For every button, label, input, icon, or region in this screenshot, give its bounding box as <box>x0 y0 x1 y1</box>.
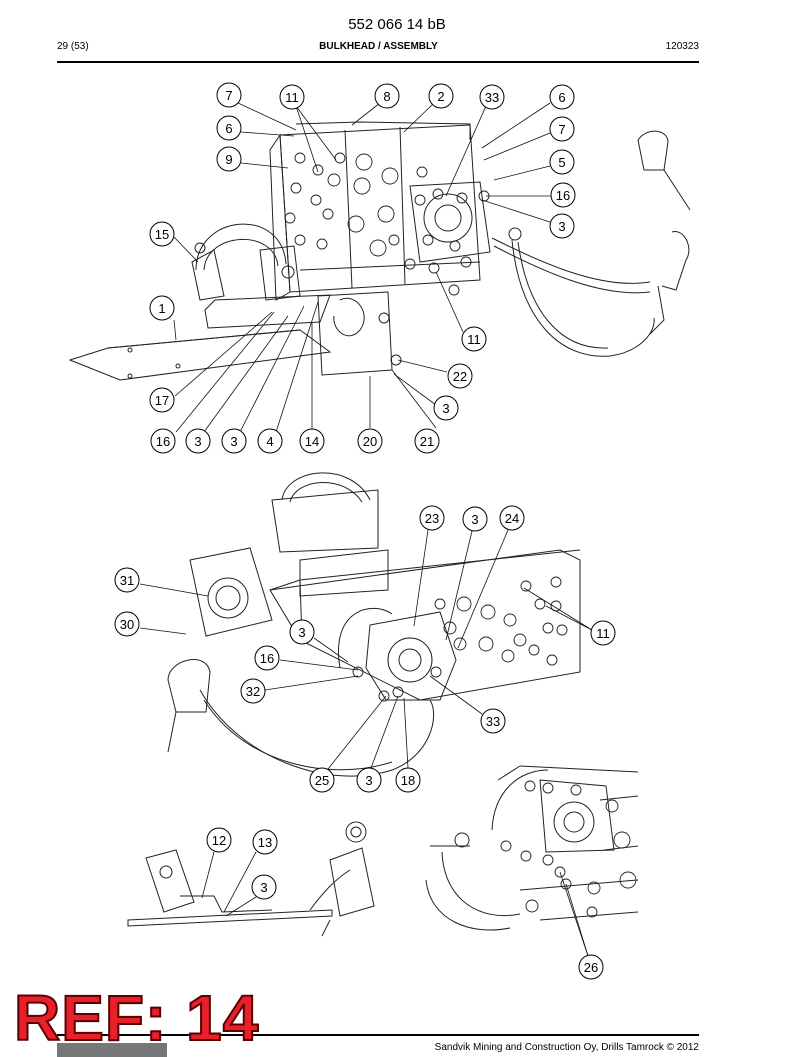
callout-label: 22 <box>453 369 467 384</box>
callout-bubble: 11 <box>461 326 487 352</box>
callout-bubble: 3 <box>185 428 211 454</box>
callout-bubble: 23 <box>419 505 445 531</box>
callout-bubble: 3 <box>549 213 575 239</box>
callout-label: 17 <box>155 393 169 408</box>
callout-bubble: 14 <box>299 428 325 454</box>
callout-label: 12 <box>212 833 226 848</box>
callout-bubble: 16 <box>254 645 280 671</box>
callout-bubble: 26 <box>578 954 604 980</box>
callout-label: 25 <box>315 773 329 788</box>
header-rule <box>57 61 699 63</box>
callout-label: 16 <box>156 434 170 449</box>
callout-label: 6 <box>225 121 232 136</box>
callout-label: 6 <box>558 90 565 105</box>
callout-label: 3 <box>365 773 372 788</box>
callout-label: 8 <box>383 89 390 104</box>
document-number: 552 066 14 bB <box>348 16 446 33</box>
footer-copyright: Sandvik Mining and Construction Oy, Dril… <box>434 1042 699 1053</box>
callout-label: 11 <box>285 90 299 105</box>
section-title: BULKHEAD / ASSEMBLY <box>319 41 438 52</box>
callout-label: 31 <box>120 573 134 588</box>
callout-bubble: 3 <box>221 428 247 454</box>
callout-bubble: 6 <box>216 115 242 141</box>
callout-bubble: 6 <box>549 84 575 110</box>
callout-bubble: 7 <box>216 82 242 108</box>
callout-label: 16 <box>260 651 274 666</box>
callout-bubble: 8 <box>374 83 400 109</box>
callout-label: 11 <box>596 626 610 641</box>
callout-label: 20 <box>363 434 377 449</box>
callout-label: 4 <box>266 434 273 449</box>
ref-stamp: REF: 14 <box>13 982 260 1054</box>
callout-bubble: 30 <box>114 611 140 637</box>
callout-bubble: 11 <box>590 620 616 646</box>
callout-bubble: 5 <box>549 149 575 175</box>
callout-bubble: 32 <box>240 678 266 704</box>
callout-label: 5 <box>558 155 565 170</box>
callout-label: 30 <box>120 617 134 632</box>
callout-label: 14 <box>305 434 319 449</box>
callout-bubble: 16 <box>550 182 576 208</box>
callout-label: 26 <box>584 960 598 975</box>
callout-label: 21 <box>420 434 434 449</box>
callout-label: 1 <box>158 301 165 316</box>
callout-bubble: 33 <box>480 708 506 734</box>
callout-label: 2 <box>437 89 444 104</box>
callout-bubble: 3 <box>356 767 382 793</box>
callout-bubble: 21 <box>414 428 440 454</box>
callout-bubble: 4 <box>257 428 283 454</box>
callout-label: 33 <box>485 90 499 105</box>
callout-bubble: 3 <box>462 506 488 532</box>
callout-bubble: 11 <box>279 84 305 110</box>
callout-bubble: 12 <box>206 827 232 853</box>
view1-parts <box>68 121 691 381</box>
footer-rule <box>57 1034 699 1036</box>
callout-label: 3 <box>194 434 201 449</box>
callout-label: 9 <box>225 152 232 167</box>
callout-bubble: 3 <box>433 395 459 421</box>
callout-bubble: 13 <box>252 829 278 855</box>
callout-label: 3 <box>260 880 267 895</box>
callout-bubble: 22 <box>447 363 473 389</box>
view3-parts <box>127 821 375 937</box>
callout-bubble: 3 <box>289 619 315 645</box>
callout-bubble: 15 <box>149 221 175 247</box>
leader-lines <box>139 102 593 957</box>
callout-label: 32 <box>246 684 260 699</box>
callout-bubble: 3 <box>251 874 277 900</box>
callout-bubble: 25 <box>309 767 335 793</box>
callout-label: 15 <box>155 227 169 242</box>
callout-bubble: 24 <box>499 505 525 531</box>
callout-label: 11 <box>467 332 481 347</box>
callout-label: 24 <box>505 511 519 526</box>
callout-label: 13 <box>258 835 272 850</box>
callout-label: 18 <box>401 773 415 788</box>
callout-bubble: 7 <box>549 116 575 142</box>
callout-bubble: 17 <box>149 387 175 413</box>
view4-parts <box>425 765 639 931</box>
callout-bubbles: 7 11 8 2 33 6 6 7 9 5 16 3 15 1 11 22 17… <box>114 82 616 980</box>
callout-bubble: 33 <box>479 84 505 110</box>
callout-label: 33 <box>486 714 500 729</box>
callout-label: 3 <box>230 434 237 449</box>
callout-bubble: 16 <box>150 428 176 454</box>
callout-label: 3 <box>471 512 478 527</box>
callout-bubble: 20 <box>357 428 383 454</box>
callout-label: 7 <box>225 88 232 103</box>
callout-bubble: 9 <box>216 146 242 172</box>
callout-bubble: 31 <box>114 567 140 593</box>
callout-label: 3 <box>442 401 449 416</box>
callout-label: 7 <box>558 122 565 137</box>
page-number: 29 (53) <box>57 41 89 52</box>
callout-bubble: 2 <box>428 83 454 109</box>
callout-bubble: 18 <box>395 767 421 793</box>
callout-label: 16 <box>556 188 570 203</box>
callout-label: 3 <box>558 219 565 234</box>
callout-label: 23 <box>425 511 439 526</box>
date-code: 120323 <box>665 41 699 52</box>
callout-bubble: 1 <box>149 295 175 321</box>
callout-label: 3 <box>298 625 305 640</box>
